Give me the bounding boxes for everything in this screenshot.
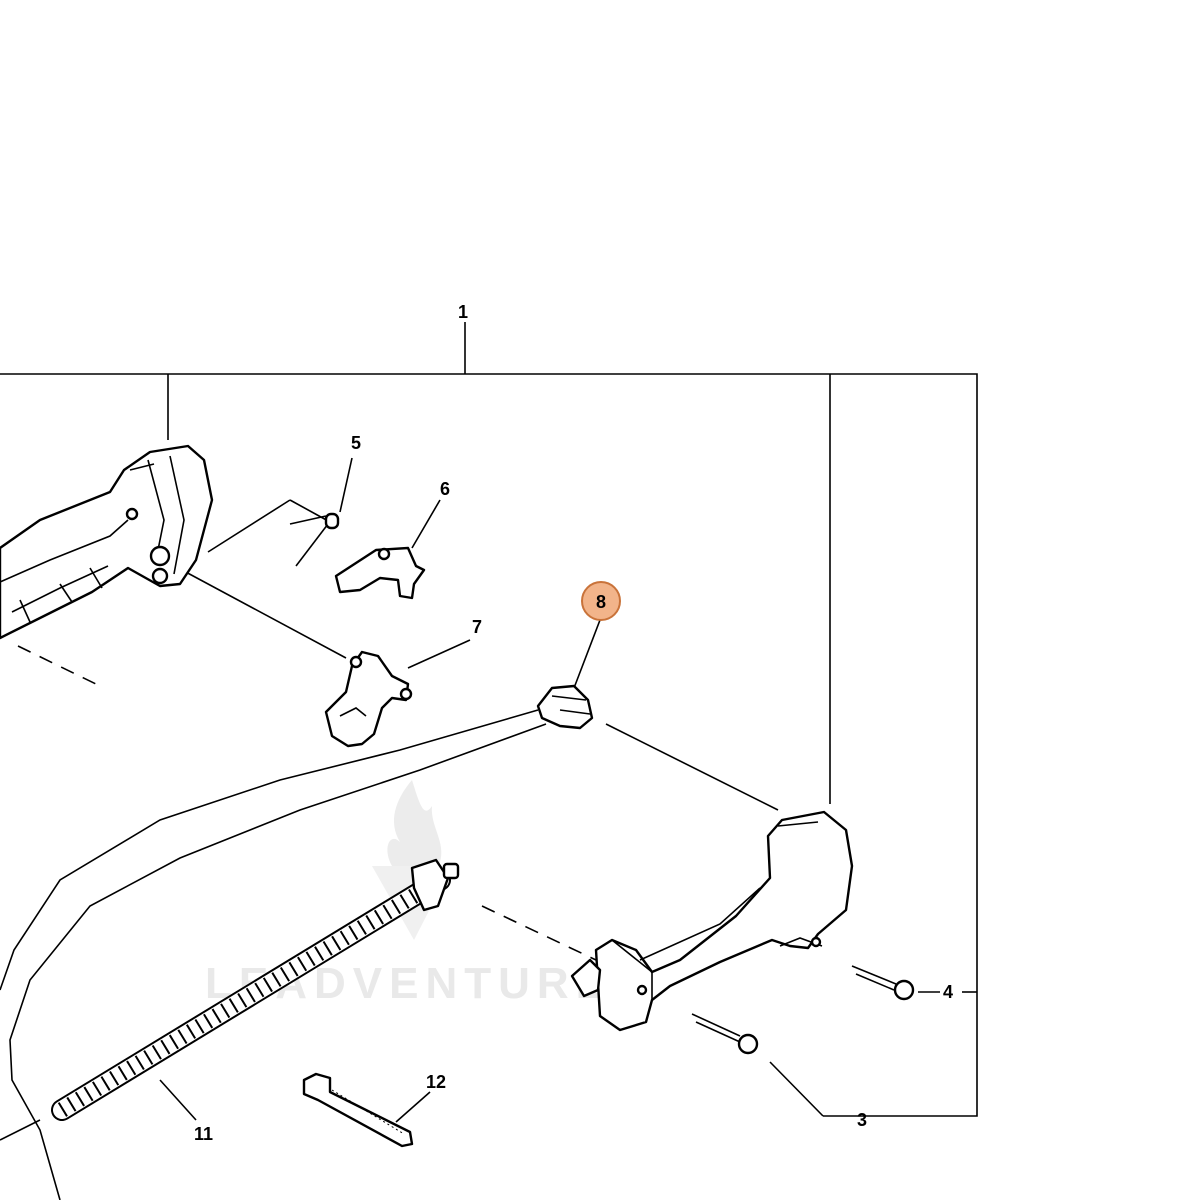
watermark-flame-icon [387,780,442,880]
throttle-cable-8 [0,684,594,1200]
screw-4 [851,965,915,1001]
callout-4[interactable]: 4 [943,982,953,1002]
callout-1[interactable]: 1 [458,302,468,322]
spiral-guard-11 [0,858,460,1141]
trigger-7 [324,650,413,748]
callout-8-highlight [581,581,621,621]
callout-3[interactable]: 3 [857,1110,867,1130]
right-handle-half [570,810,854,1032]
callout-12[interactable]: 12 [426,1072,446,1092]
left-handle-housing [0,444,214,640]
spring-5 [289,512,340,567]
screw-3 [691,1013,759,1055]
callout-6[interactable]: 6 [440,479,450,499]
bracket-1 [0,322,978,1117]
callout-7[interactable]: 7 [472,617,482,637]
lever-6 [334,546,426,600]
connector-lines [17,457,779,1123]
cable-tie-12 [302,1072,414,1148]
callout-5[interactable]: 5 [351,433,361,453]
callouts: 1 5 6 7 8 4 3 11 12 [194,302,953,1144]
callout-11[interactable]: 11 [194,1124,213,1144]
callout-8[interactable]: 8 [596,592,606,612]
